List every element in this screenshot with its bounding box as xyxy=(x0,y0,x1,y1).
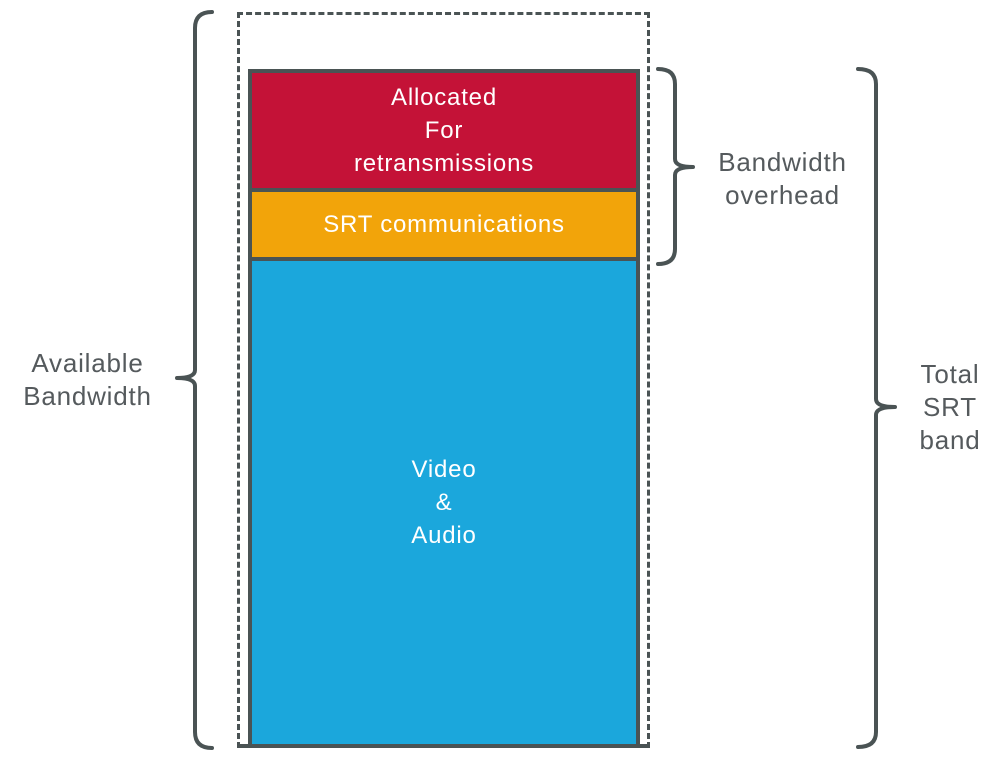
available-bandwidth-brace xyxy=(175,10,214,750)
bandwidth-overhead-label: Bandwidth overhead xyxy=(700,146,865,212)
available-bandwidth-label-line2: Bandwidth xyxy=(23,381,152,411)
available-bandwidth-label-line1: Available xyxy=(31,348,144,378)
bandwidth-stack: Allocated For retransmissions SRT commun… xyxy=(248,69,640,748)
retransmissions-line1: Allocated xyxy=(391,84,497,111)
retransmissions-line2: For xyxy=(424,117,464,144)
video-audio-line2: & xyxy=(435,489,453,516)
video-audio-block: Video & Audio xyxy=(248,257,640,748)
available-bandwidth-label: Available Bandwidth xyxy=(5,347,170,413)
retransmissions-block: Allocated For retransmissions xyxy=(248,69,640,192)
total-srt-band-brace xyxy=(856,67,897,749)
bandwidth-overhead-brace xyxy=(656,67,695,266)
video-audio-line3: Audio xyxy=(411,522,477,549)
srt-communications-label: SRT communications xyxy=(323,211,565,238)
retransmissions-line3: retransmissions xyxy=(353,150,535,177)
total-srt-band-label-line2: SRT xyxy=(923,392,977,422)
bandwidth-overhead-label-line1: Bandwidth xyxy=(718,147,847,177)
bandwidth-overhead-label-line2: overhead xyxy=(725,180,840,210)
total-srt-band-label: Total SRT band xyxy=(905,358,995,457)
video-audio-line1: Video xyxy=(411,456,477,483)
total-srt-band-label-line3: band xyxy=(919,425,981,455)
total-srt-band-label-line1: Total xyxy=(920,359,980,389)
srt-communications-block: SRT communications xyxy=(248,188,640,261)
